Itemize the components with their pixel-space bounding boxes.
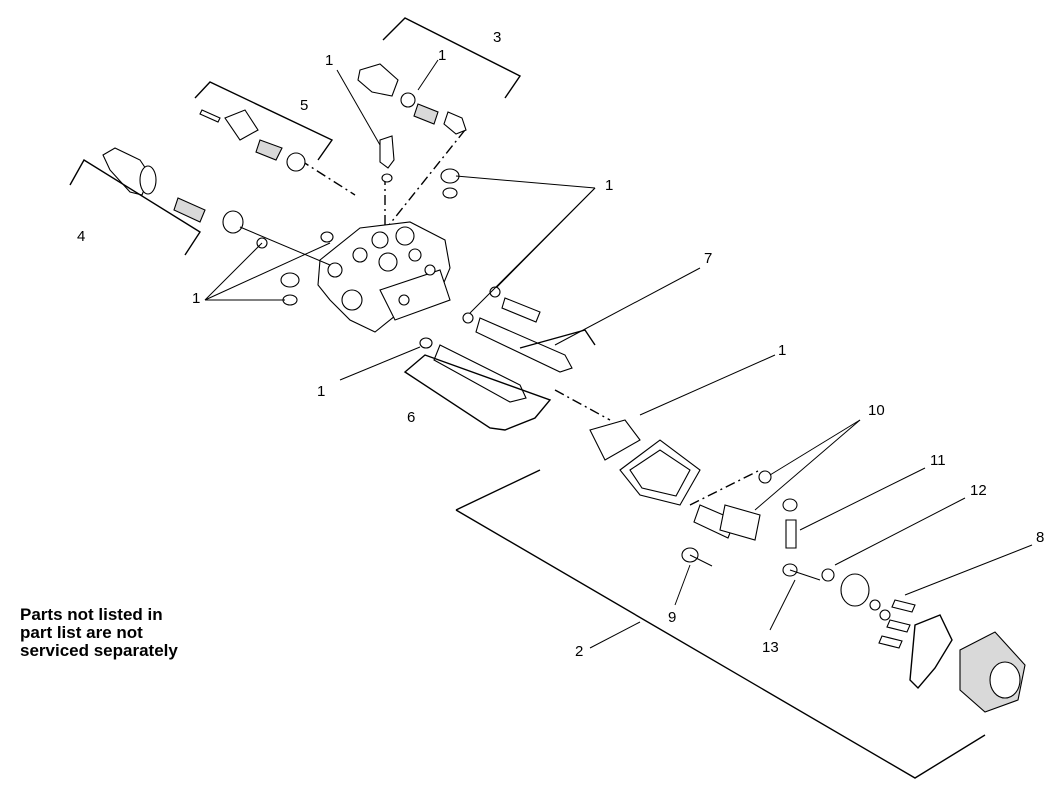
callout-7: 7	[704, 250, 712, 267]
callout-12: 12	[970, 482, 987, 499]
cover-parts	[589, 419, 1026, 713]
callout-11: 11	[930, 452, 946, 469]
leader-lines	[204, 59, 1033, 649]
callout-1-top-right: 1	[438, 47, 446, 64]
service-note-line-1: Parts not listed in	[20, 605, 163, 624]
callout-1-left: 1	[192, 290, 200, 307]
spools	[433, 297, 573, 403]
plugs-orings	[280, 135, 501, 349]
group-brackets	[69, 17, 986, 779]
callout-2: 2	[575, 643, 583, 660]
service-note-line-2: part list are not	[20, 623, 143, 642]
callout-4: 4	[77, 228, 85, 245]
service-note: Parts not listed in part list are not se…	[20, 606, 250, 660]
callout-1-cover: 1	[778, 342, 786, 359]
callout-1-bottom-left: 1	[317, 383, 325, 400]
callout-labels: 3 1 1 5 1 4 1 7 1 1 6 10 11 12 8 9 2 13	[77, 29, 1044, 660]
callout-1-right: 1	[605, 177, 613, 194]
assembly-5-parts	[199, 109, 306, 172]
callout-3: 3	[493, 29, 501, 46]
service-note-line-3: serviced separately	[20, 641, 178, 660]
callout-1-top-left: 1	[325, 52, 333, 69]
callout-8: 8	[1036, 529, 1044, 546]
callout-13: 13	[762, 639, 779, 656]
callout-10: 10	[868, 402, 885, 419]
valve-body	[317, 221, 451, 333]
assembly-3-parts	[357, 63, 467, 135]
assembly-4-parts	[102, 147, 331, 266]
callout-6: 6	[407, 409, 415, 426]
callout-9: 9	[668, 609, 676, 626]
callout-5: 5	[300, 97, 308, 114]
